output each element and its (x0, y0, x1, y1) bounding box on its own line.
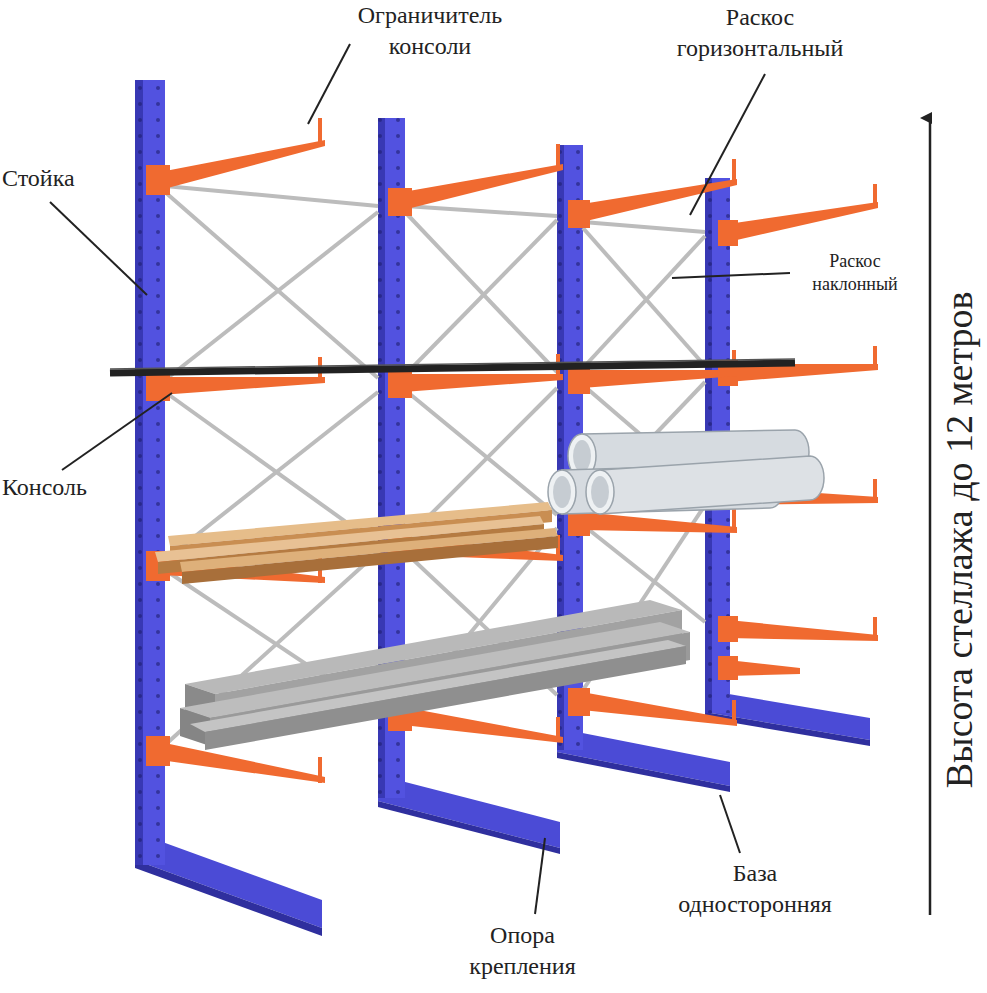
pipes (548, 430, 824, 514)
part-label: Ограничитель консоли (340, 0, 520, 62)
column-1 (135, 80, 322, 936)
part-label: Консоль (2, 472, 87, 503)
part-label: Раскос наклонный (795, 250, 915, 297)
steel-rod (110, 359, 795, 369)
column-2 (378, 118, 560, 854)
leader-lines (50, 44, 790, 914)
concrete-beams (180, 600, 690, 750)
part-label: Стойка (2, 163, 75, 194)
part-label: База односторонняя (660, 858, 850, 920)
wooden-planks (155, 502, 558, 584)
part-label: Опора крепления (455, 920, 590, 982)
height-note: Высота стеллажа до 12 метров (939, 292, 981, 789)
part-label: Раскос горизонтальный (660, 2, 860, 64)
height-arrow (929, 118, 932, 915)
